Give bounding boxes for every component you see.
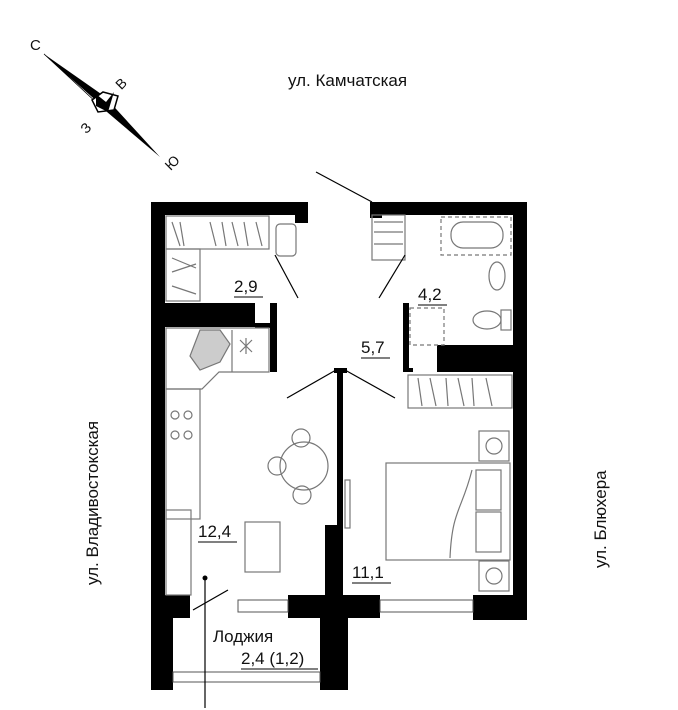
street-top-label: ул. Камчатская [288,71,407,90]
hall-area: 5,7 [361,338,385,357]
wardrobe-area: 2,9 [234,277,258,296]
kitchen-living-area: 12,4 [198,522,231,541]
street-right-label: ул. Блюхера [591,470,610,568]
compass-north-label: С [30,37,41,54]
loggia-area: 2,4 (1,2) [241,649,304,668]
compass-west-label: З [77,119,94,136]
walls [151,202,527,690]
compass-east-label: В [112,75,130,93]
door-swings [192,254,406,611]
wardrobe-closet [165,214,513,409]
compass-rose-icon [43,53,160,157]
windows [172,599,474,683]
room-labels: 2,9 4,2 5,7 12,4 11,1 Лоджия 2,4 (1,2) [198,277,447,670]
bedroom-area: 11,1 [352,563,384,582]
street-left-label: ул. Владивостокская [83,421,102,585]
bed [344,430,511,592]
loggia-label: Лоджия [213,627,273,646]
kitchen-furniture [165,327,329,596]
bathroom-fixtures [409,216,512,346]
bathroom-area: 4,2 [418,285,442,304]
compass-south-label: Ю [161,152,182,173]
